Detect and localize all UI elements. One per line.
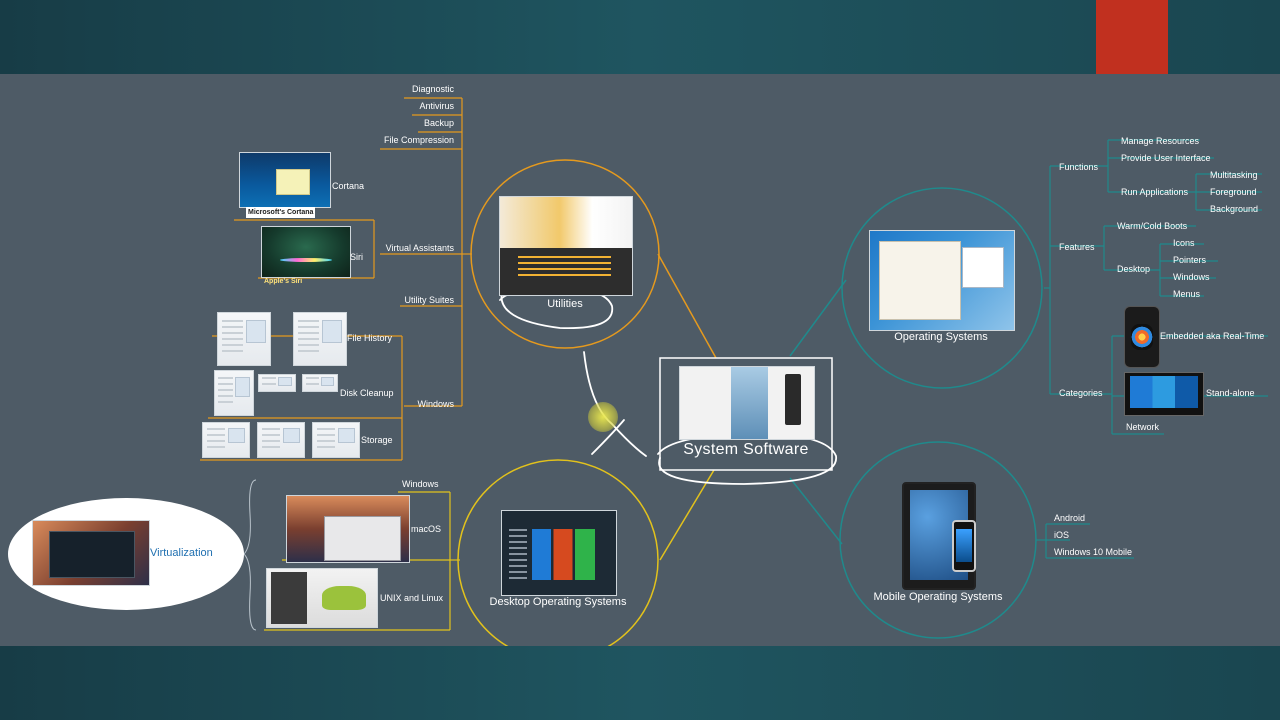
storage-image-3: [312, 422, 360, 458]
os-pointers: Pointers: [1173, 255, 1207, 265]
util-utility-suites: Utility Suites: [404, 295, 454, 305]
grouping-brace: [243, 479, 257, 631]
os-multitasking: Multitasking: [1210, 170, 1258, 180]
os-circle: [841, 187, 1043, 389]
os-label: Operating Systems: [894, 331, 988, 343]
siri-image: [261, 226, 351, 278]
os-warm-cold-boots: Warm/Cold Boots: [1117, 221, 1188, 231]
utilities-image: [499, 196, 633, 296]
file-history-image-2: [293, 312, 347, 366]
cortana-image: [239, 152, 331, 208]
central-node-label: System Software: [683, 441, 809, 458]
file-history-image-1: [217, 312, 271, 366]
util-diagnostic: Diagnostic: [411, 84, 454, 94]
desktop-os-circle: [457, 459, 659, 646]
file-history-label: File History: [347, 333, 393, 343]
storage-image-2: [257, 422, 305, 458]
macos-image: [286, 495, 410, 563]
embedded-image: [1124, 306, 1160, 368]
accent-block: [1096, 0, 1168, 74]
connector-central-mobile-os: [789, 477, 843, 545]
os-stand-alone: Stand-alone: [1206, 388, 1255, 398]
disk-cleanup-image-1: [214, 370, 254, 416]
os-manage-resources: Manage Resources: [1121, 136, 1200, 146]
desktop-macos: macOS: [411, 524, 442, 534]
os-network: Network: [1126, 422, 1160, 432]
disk-cleanup-label: Disk Cleanup: [340, 388, 394, 398]
os-embedded: Embedded aka Real-Time: [1160, 331, 1265, 341]
util-virtual-assistants: Virtual Assistants: [385, 243, 454, 253]
connector-central-os: [789, 279, 847, 357]
util-backup: Backup: [423, 118, 454, 128]
desktop-os-label: Desktop Operating Systems: [489, 596, 627, 608]
connector-central-desktop-os: [659, 469, 715, 561]
os-desktop: Desktop: [1117, 264, 1151, 274]
system-software-image: [679, 366, 815, 440]
siri-label: Siri: [350, 252, 363, 262]
os-icons: Icons: [1173, 238, 1195, 248]
connector-central-utilities: [657, 253, 717, 359]
cortana-label: Cortana: [332, 181, 365, 191]
util-file-compression: File Compression: [383, 135, 454, 145]
unix-linux-image: [266, 568, 378, 628]
os-categories: Categories: [1059, 388, 1103, 398]
mobile-windows-10-mobile: Windows 10 Mobile: [1054, 547, 1133, 557]
os-functions: Functions: [1059, 162, 1099, 172]
laser-pointer: [588, 402, 618, 432]
util-antivirus: Antivirus: [419, 101, 454, 111]
utilities-label: Utilities: [547, 298, 583, 310]
virtualization-label: Virtualization: [150, 547, 213, 559]
storage-image-1: [202, 422, 250, 458]
disk-cleanup-image-2: [258, 374, 296, 392]
mind-map-connectors: [8, 97, 1268, 646]
stand-alone-image: [1124, 372, 1204, 416]
os-run-applications: Run Applications: [1121, 187, 1189, 197]
top-title-band: [0, 0, 1280, 74]
os-features: Features: [1059, 242, 1095, 252]
utilities-circle: [470, 159, 660, 349]
phone-image: [952, 520, 976, 572]
mobile-os-label: Mobile Operating Systems: [873, 591, 1003, 603]
cortana-caption: Microsoft's Cortana: [246, 207, 316, 218]
siri-caption: Apple's Siri: [264, 278, 303, 285]
operating-systems-image: [869, 230, 1015, 331]
desktop-os-image: [501, 510, 617, 596]
os-windows: Windows: [1173, 272, 1210, 282]
os-foreground: Foreground: [1210, 187, 1257, 197]
central-node-box: [659, 357, 833, 471]
mobile-ios: iOS: [1054, 530, 1070, 540]
util-windows: Windows: [417, 399, 454, 409]
os-background: Background: [1210, 204, 1259, 214]
desktop-windows: Windows: [402, 479, 439, 489]
mobile-os-circle: [839, 441, 1037, 639]
storage-label: Storage: [361, 435, 393, 445]
bottom-band: [0, 646, 1280, 720]
os-menus: Menus: [1173, 289, 1201, 299]
virtualization-image: [32, 520, 150, 586]
os-provide-user-interface: Provide User Interface: [1121, 153, 1211, 163]
desktop-unix-linux: UNIX and Linux: [380, 593, 444, 603]
disk-cleanup-image-3: [302, 374, 338, 392]
mind-map-canvas: System Software Utilities Diagnostic Ant…: [0, 74, 1280, 646]
os-branch-lines: [1036, 139, 1268, 559]
mobile-android: Android: [1054, 513, 1086, 523]
